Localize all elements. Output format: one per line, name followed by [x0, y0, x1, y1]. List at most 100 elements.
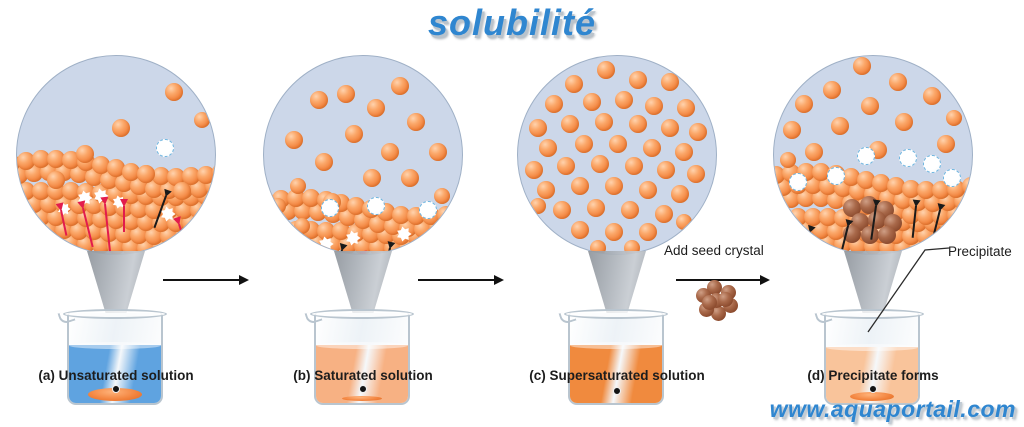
seed-crystal-particle — [706, 279, 722, 295]
beaker — [304, 307, 420, 407]
dissolved-particle — [624, 240, 640, 254]
solid-particle — [901, 179, 920, 198]
dissolved-particle — [367, 99, 385, 117]
dissolving-particle-icon — [112, 195, 126, 209]
dissolved-particle — [597, 61, 615, 79]
beaker — [57, 307, 173, 407]
dissolving-particle-icon — [77, 190, 93, 206]
solid-particle — [212, 186, 215, 205]
solid-particle — [331, 222, 350, 241]
dissolved-particle — [525, 161, 543, 179]
solid-deposit — [342, 396, 382, 401]
solid-particle — [212, 238, 215, 254]
magnified-view-c — [517, 55, 717, 255]
dissolved-particle — [629, 71, 647, 89]
panel-supersaturated: (c) Supersaturated solution — [492, 55, 742, 405]
arrow-shaft — [163, 279, 240, 282]
solid-particle — [197, 165, 215, 184]
dissolved-particle — [689, 123, 707, 141]
solid-particle — [961, 177, 972, 196]
panel-precipitate: (d) Precipitate forms — [748, 55, 998, 405]
arrow-head — [494, 275, 504, 285]
dissolved-particle — [621, 201, 639, 219]
solid-particle — [916, 180, 935, 199]
solid-particle — [774, 208, 792, 227]
dissolved-particle — [676, 214, 692, 230]
crystallizing-particle-icon — [899, 149, 917, 167]
dissolving-arrow — [120, 199, 129, 232]
dissolved-particle — [137, 165, 155, 183]
dissolved-particle — [643, 139, 661, 157]
magnified-view-b — [263, 55, 463, 255]
beaker-liquid — [316, 342, 408, 403]
solid-particle — [17, 165, 28, 184]
dissolved-particle — [677, 99, 695, 117]
seed-crystal-cluster — [695, 279, 744, 323]
solid-particle — [92, 156, 110, 175]
crystallizing-particle-icon — [367, 197, 385, 215]
crystallizing-particle-icon — [827, 167, 845, 185]
dissolved-particle — [587, 199, 605, 217]
dissolved-particle — [165, 83, 183, 101]
solid-particle — [17, 221, 28, 240]
dissolved-particle — [590, 240, 606, 254]
precipitate-label: Precipitate — [948, 244, 1012, 259]
crystallizing-particle-icon — [321, 199, 339, 217]
magnified-contents — [264, 56, 462, 254]
magnifier-focus-point — [613, 387, 621, 395]
precipitate-particle — [878, 226, 896, 244]
solid-particle — [886, 177, 905, 196]
magnified-contents — [17, 56, 215, 254]
dissolved-particle — [780, 152, 796, 168]
dissolved-particle — [629, 115, 647, 133]
dissolved-particle — [553, 201, 571, 219]
solid-particle — [871, 174, 890, 193]
magnifier-focus-point — [112, 385, 120, 393]
dissolved-particle — [639, 223, 657, 241]
dissolved-particle — [661, 73, 679, 91]
dissolved-particle — [609, 135, 627, 153]
dissolved-particle — [561, 115, 579, 133]
beaker-rim — [310, 309, 414, 319]
dissolved-particle — [645, 97, 663, 115]
solid-particle — [204, 177, 215, 196]
dissolved-particle — [530, 198, 546, 214]
solid-particle — [107, 159, 125, 178]
dissolved-particle — [545, 95, 563, 113]
solid-particle — [856, 170, 875, 189]
dissolved-particle — [657, 161, 675, 179]
dissolved-particle — [595, 113, 613, 131]
panel-caption-b: (b) Saturated solution — [293, 368, 433, 383]
solid-particle — [212, 212, 215, 231]
dissolved-particle — [823, 81, 841, 99]
beaker-liquid — [570, 342, 662, 403]
dissolved-particle — [557, 157, 575, 175]
solid-particle — [961, 225, 972, 244]
solid-particle — [316, 221, 335, 240]
solid-particle — [804, 207, 822, 226]
panel-caption-c: (c) Supersaturated solution — [529, 368, 705, 383]
crystallizing-particle-icon — [156, 139, 174, 157]
solid-particle — [122, 162, 140, 181]
dissolved-particle — [401, 169, 419, 187]
dissolved-particle — [625, 157, 643, 175]
solid-particle — [301, 189, 320, 208]
dissolved-particle — [946, 110, 962, 126]
crystallizing-particle-icon — [789, 173, 807, 191]
solid-particle — [789, 207, 807, 226]
solid-particle — [204, 199, 215, 218]
solid-particle — [969, 238, 972, 254]
solid-particle — [391, 205, 410, 224]
solid-particle — [841, 167, 860, 186]
solid-particle — [62, 182, 80, 201]
beaker-body — [824, 313, 920, 405]
solid-particle — [819, 208, 837, 227]
flow-arrow-a-to-b — [163, 275, 249, 285]
magnified-contents — [774, 56, 972, 254]
solid-particle — [436, 205, 455, 224]
solid-particle — [204, 225, 215, 244]
solid-particle — [32, 150, 50, 169]
panel-saturated: (b) Saturated solution — [238, 55, 488, 405]
solid-particle — [451, 203, 462, 222]
dissolved-particle — [655, 205, 673, 223]
